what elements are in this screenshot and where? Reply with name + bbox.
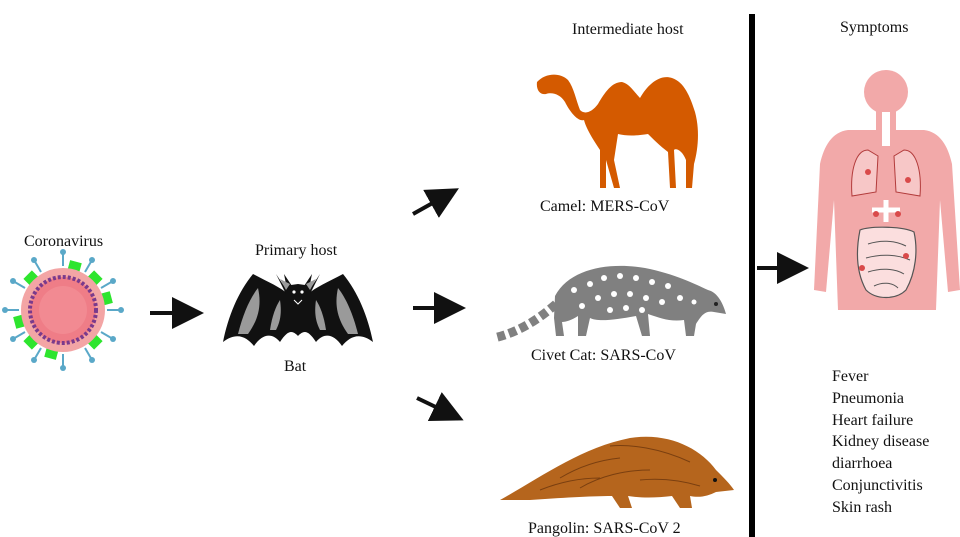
symptom-item: Heart failure: [832, 410, 929, 432]
civet-icon: [494, 266, 726, 338]
coronavirus-label: Coronavirus: [24, 234, 103, 250]
symptoms-heading: Symptoms: [840, 20, 908, 36]
symptom-item: Pneumonia: [832, 388, 929, 410]
camel-label: Camel: MERS-CoV: [540, 199, 669, 215]
civet-label: Civet Cat: SARS-CoV: [531, 348, 676, 364]
symptom-item: Fever: [832, 366, 929, 388]
pangolin-icon: [500, 437, 734, 508]
bat-label: Bat: [284, 359, 306, 375]
symptom-item: Conjunctivitis: [832, 475, 929, 497]
symptom-item: diarrhoea: [832, 453, 929, 475]
symptom-item: Skin rash: [832, 497, 929, 519]
arrow-bat-to-pangolin: [417, 398, 442, 410]
arrow-bat-to-camel: [413, 200, 438, 214]
intermediate-host-heading: Intermediate host: [572, 22, 684, 38]
pangolin-label: Pangolin: SARS-CoV 2: [528, 521, 681, 537]
human-body-icon: [814, 70, 960, 310]
camel-icon: [537, 75, 698, 188]
symptom-item: Kidney disease: [832, 431, 929, 453]
coronavirus-icon: [2, 249, 124, 371]
bat-icon: [223, 274, 373, 346]
primary-host-heading: Primary host: [255, 243, 337, 259]
symptoms-list: Fever Pneumonia Heart failure Kidney dis…: [832, 366, 929, 519]
